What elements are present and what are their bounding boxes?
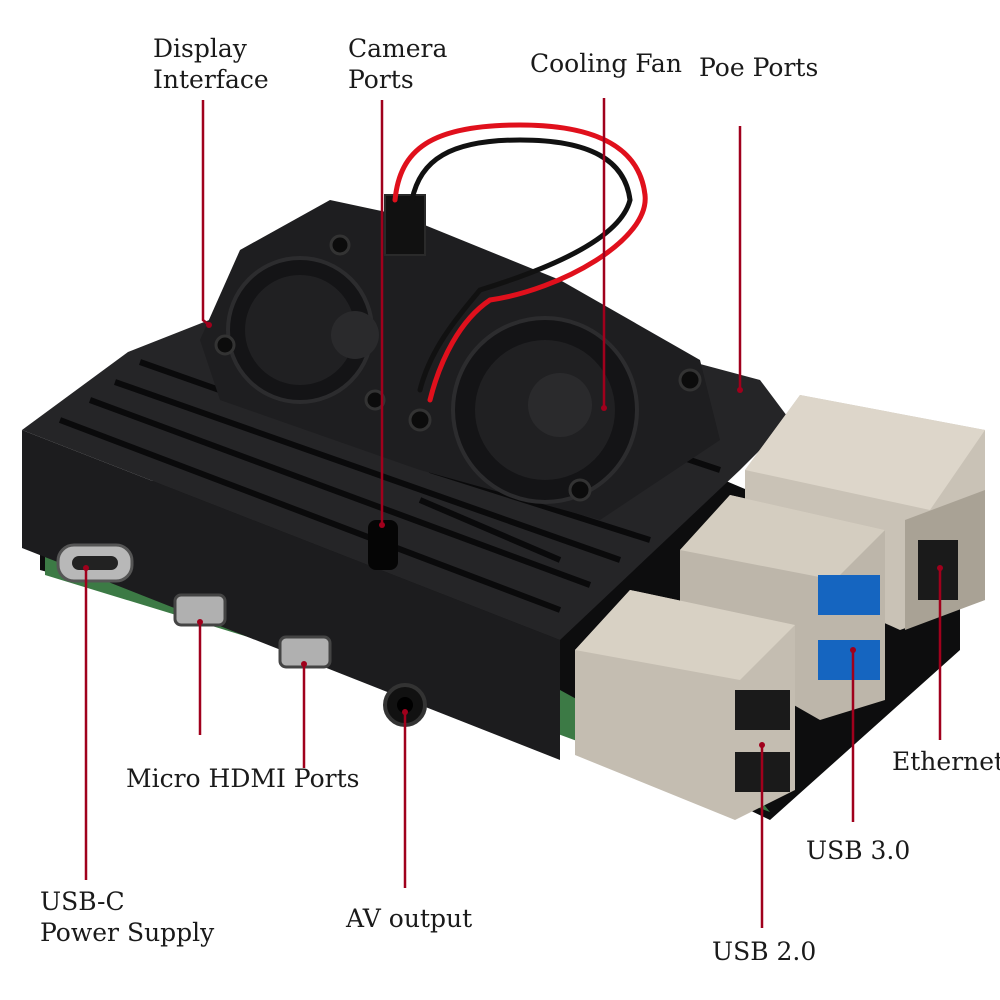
cooling-fan-right <box>408 316 702 504</box>
leader-display-interface <box>201 100 210 326</box>
av-jack-hole <box>397 697 413 713</box>
label-av-output: AV output <box>346 904 473 933</box>
camera-slot <box>368 520 398 570</box>
label-camera-ports: Camera Ports <box>348 34 448 94</box>
case-front-face <box>22 430 560 760</box>
usb2-ports <box>575 590 795 820</box>
label-cooling-fan: Cooling Fan <box>530 49 682 78</box>
fan-wires <box>392 122 648 403</box>
cooling-fan-left <box>214 234 386 411</box>
label-usb-2: USB 2.0 <box>712 937 817 966</box>
label-ethernet: Ethernet <box>892 747 1000 776</box>
label-usb-3: USB 3.0 <box>806 836 911 865</box>
label-micro-hdmi-ports: Micro HDMI Ports <box>126 764 360 793</box>
label-usb-c-power-supply: USB-C Power Supply <box>40 887 215 947</box>
fan-connector <box>384 194 426 256</box>
label-poe-ports: Poe Ports <box>699 53 819 82</box>
label-display-interface: Display Interface <box>153 34 269 94</box>
leader-dots <box>83 322 943 748</box>
usb-c-opening <box>72 556 118 570</box>
